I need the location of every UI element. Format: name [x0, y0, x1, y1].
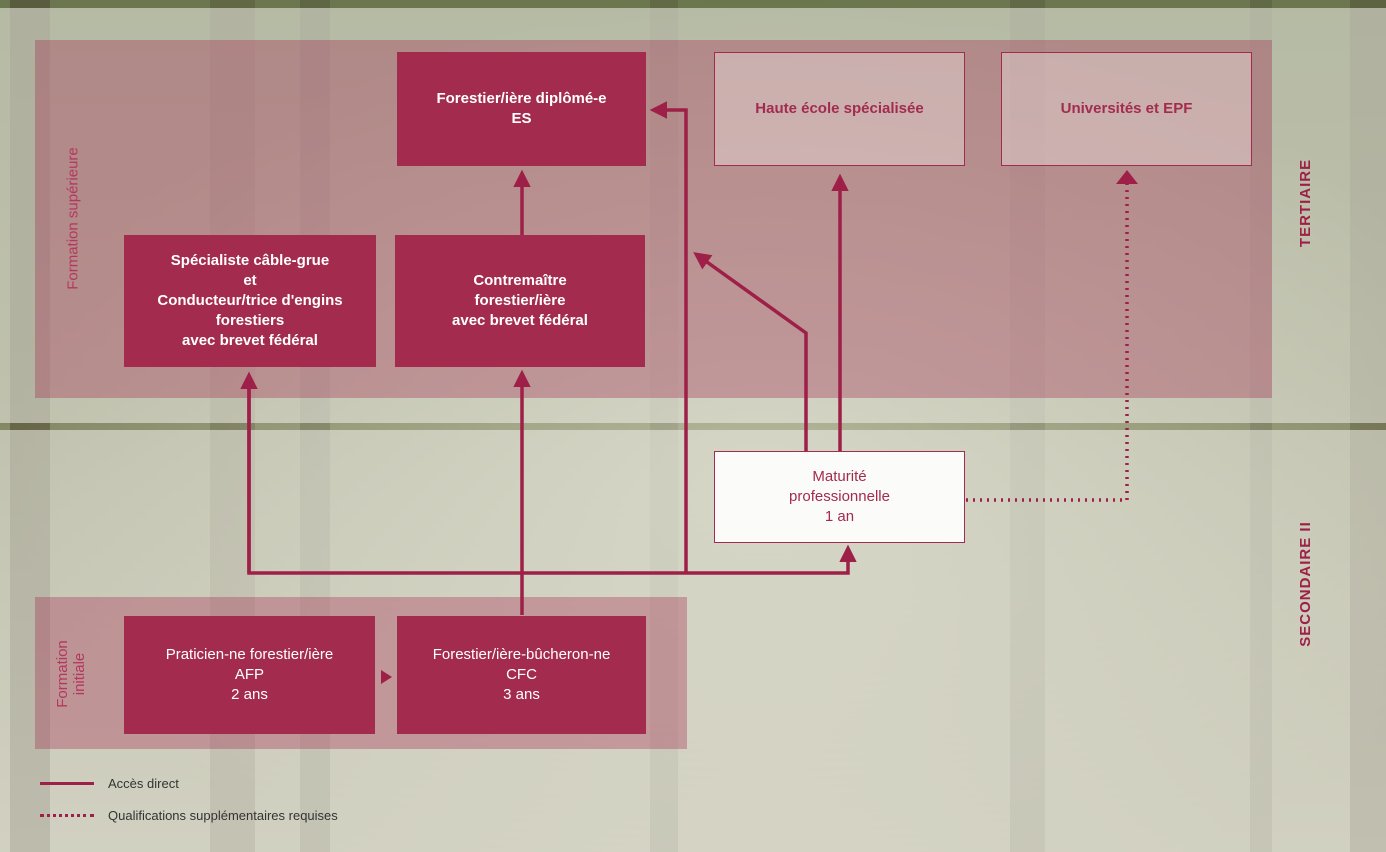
arrow-maturite-to-universites — [966, 184, 1129, 502]
legend-dotted-line — [40, 814, 94, 817]
legend-solid-line — [40, 782, 94, 785]
legend-qualif: Qualifications supplémentaires requises — [40, 808, 338, 823]
arrowhead-universites — [1116, 170, 1138, 184]
arrow-praticien-to-bucheron — [381, 670, 392, 684]
legend-direct-label: Accès direct — [108, 776, 179, 791]
legend-qualif-label: Qualifications supplémentaires requises — [108, 808, 338, 823]
box-specialiste: Spécialiste câble-grue et Conducteur/tri… — [124, 235, 376, 367]
box-contremaitre: Contremaître forestier/ière avec brevet … — [395, 235, 645, 367]
arrow-bus-to-es — [649, 101, 688, 573]
box-haute-ecole: Haute école spécialisée — [714, 52, 965, 166]
legend-direct: Accès direct — [40, 776, 179, 791]
box-universites: Universités et EPF — [1001, 52, 1252, 166]
box-forestier-es: Forestier/ière diplômé-e ES — [397, 52, 646, 166]
box-praticien: Praticien-ne forestier/ière AFP 2 ans — [124, 616, 375, 734]
box-bucheron: Forestier/ière-bûcheron-ne CFC 3 ans — [397, 616, 646, 734]
box-maturite: Maturité professionnelle 1 an — [714, 451, 965, 543]
arrow-maturite-to-es — [693, 252, 808, 451]
